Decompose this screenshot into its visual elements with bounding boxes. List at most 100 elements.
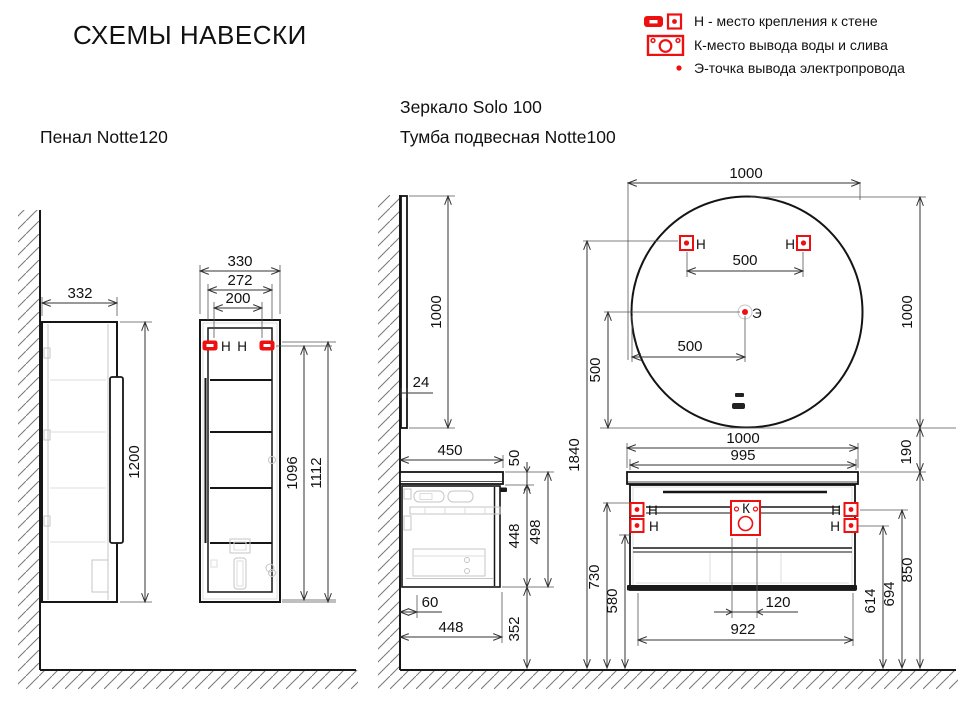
dim-text: 50: [506, 450, 523, 467]
dim-text: 60: [422, 594, 439, 611]
vanity-side-view: [399, 471, 507, 588]
dim-pencil-front-total-height: 1112: [282, 342, 336, 602]
dim-text: 200: [225, 290, 250, 307]
dim-text: 450: [437, 442, 462, 459]
dim-text: 922: [730, 621, 755, 638]
marker-label-h: Н: [649, 519, 659, 534]
dim-left-mount-upper: 730: [586, 503, 629, 668]
pencil-side-view: [41, 321, 124, 603]
dim-pencil-side-width: 332: [42, 285, 117, 316]
dim-text: 500: [732, 252, 757, 269]
marker-label-h: Н: [237, 339, 247, 354]
right-floor: [378, 669, 958, 689]
left-wall: [18, 210, 41, 670]
legend: Н - место крепления к стене К-место выво…: [641, 12, 905, 80]
dim-text: 1000: [729, 165, 762, 182]
dim-pencil-front-inner-width: 272: [208, 272, 272, 320]
legend-row-electric-point: Э-точка вывода электропровода: [641, 60, 905, 76]
dim-mirror-side-height: 1000: [409, 196, 455, 428]
dim-text: 332: [67, 285, 92, 302]
water-outlet-marker: К: [730, 500, 761, 536]
dim-mirror-height-right: 1000: [600, 197, 956, 428]
mount-marker-h-left: Н: [202, 339, 231, 354]
dim-text: 1200: [126, 445, 143, 478]
dim-counter-height: 850: [860, 472, 926, 668]
dim-text: 500: [677, 338, 702, 355]
dim-mirror-gap: 190: [898, 428, 920, 472]
dim-text: 1840: [566, 438, 583, 471]
marker-label-e: Э: [752, 306, 762, 321]
marker-label-h: Н: [221, 339, 231, 354]
dim-right-mount-lower: 614: [858, 526, 889, 668]
dim-text: 500: [587, 357, 604, 382]
dim-text: 330: [227, 253, 252, 270]
dim-text: 1000: [726, 430, 759, 447]
marker-label-k: К: [742, 501, 750, 516]
dim-mount-span: 922: [638, 593, 853, 646]
water-outlet-icon: [641, 34, 685, 56]
vanity-front-view: Н Н Н Н К: [626, 471, 859, 591]
dim-text: 580: [604, 588, 621, 613]
dim-text: 448: [438, 619, 463, 636]
plumbing-sketch: [210, 538, 275, 590]
left-floor: [18, 669, 358, 689]
vanity-front-dims: 1000 995 1840 730 580 614: [566, 241, 926, 668]
dim-vanity-top-width: 450: [400, 442, 503, 468]
dim-pencil-front-outer-width: 330: [200, 253, 280, 314]
marker-label-h: Н: [648, 503, 658, 518]
dim-text: 272: [227, 272, 252, 289]
mount-marker-h-right-upper: Н: [831, 502, 859, 518]
dim-vanity-floor-clearance: 352: [506, 587, 527, 668]
product-label-vanity: Тумба подвесная Notte100: [400, 127, 616, 147]
dim-pencil-side-height: 1200: [120, 322, 152, 602]
marker-label-h: Н: [831, 503, 841, 518]
mount-marker-h-left-lower: Н: [629, 518, 659, 534]
mirror-side-view: 1000 24: [400, 196, 455, 428]
dim-text: 850: [899, 557, 916, 582]
dim-text: 120: [765, 594, 790, 611]
dim-text: 1000: [899, 295, 916, 328]
dim-text: 498: [527, 519, 544, 544]
dim-text: 24: [413, 374, 430, 391]
dim-text: 190: [898, 439, 915, 464]
legend-label: Э-точка вывода электропровода: [694, 60, 905, 76]
electric-point-icon: [641, 62, 685, 74]
dim-text: 1000: [428, 295, 445, 328]
dim-vanity-bottom-width: 448: [400, 592, 502, 643]
dim-mirror-center-y: 500: [587, 312, 608, 428]
product-label-pencil: Пенал Notte120: [40, 127, 168, 147]
dim-text: 1096: [284, 456, 301, 489]
wall-mount-icons: [641, 12, 685, 30]
legend-label: Н - место крепления к стене: [694, 13, 878, 29]
dim-mount-total-height: 1840: [566, 241, 678, 668]
dim-text: 614: [862, 588, 879, 613]
dim-text: 448: [506, 523, 523, 548]
dim-mirror-side-thickness: 24: [400, 374, 433, 398]
dim-text: 694: [881, 581, 898, 606]
dim-right-mount-upper: 694: [860, 510, 908, 668]
vanity-side-dims: 450 50 448 498 60 448: [400, 442, 554, 668]
pencil-front-dims: 330 272 200 1096 1112: [200, 253, 336, 602]
mount-marker-h-right: Н: [785, 235, 811, 252]
dim-vanity-body-height: 448: [506, 485, 527, 587]
door-handle: [109, 376, 124, 544]
product-label-mirror: Зеркало Solo 100: [400, 97, 542, 117]
marker-label-h: Н: [696, 237, 706, 252]
right-wall: [378, 195, 401, 670]
dim-drain-width: 120: [714, 538, 798, 618]
dim-vanity-overall-width: 1000: [627, 430, 858, 468]
dim-mirror-diameter-top: 1000: [628, 165, 860, 360]
dim-vanity-back-gap: 60: [400, 594, 442, 618]
mount-marker-h-right: Н: [237, 339, 275, 354]
dim-vanity-cabinet-width: 995: [630, 447, 856, 470]
dim-mirror-mount-spacing: 500: [687, 252, 803, 277]
dim-pencil-front-mount-width: 200: [214, 290, 262, 338]
mount-marker-h-left: Н: [679, 235, 706, 252]
legend-label: К-место вывода воды и слива: [694, 37, 888, 53]
dim-text: 352: [506, 616, 523, 641]
dim-text: 995: [730, 447, 755, 464]
pencil-side-dims: 332 1200: [42, 285, 152, 602]
pencil-front-view: Н Н: [199, 319, 332, 603]
